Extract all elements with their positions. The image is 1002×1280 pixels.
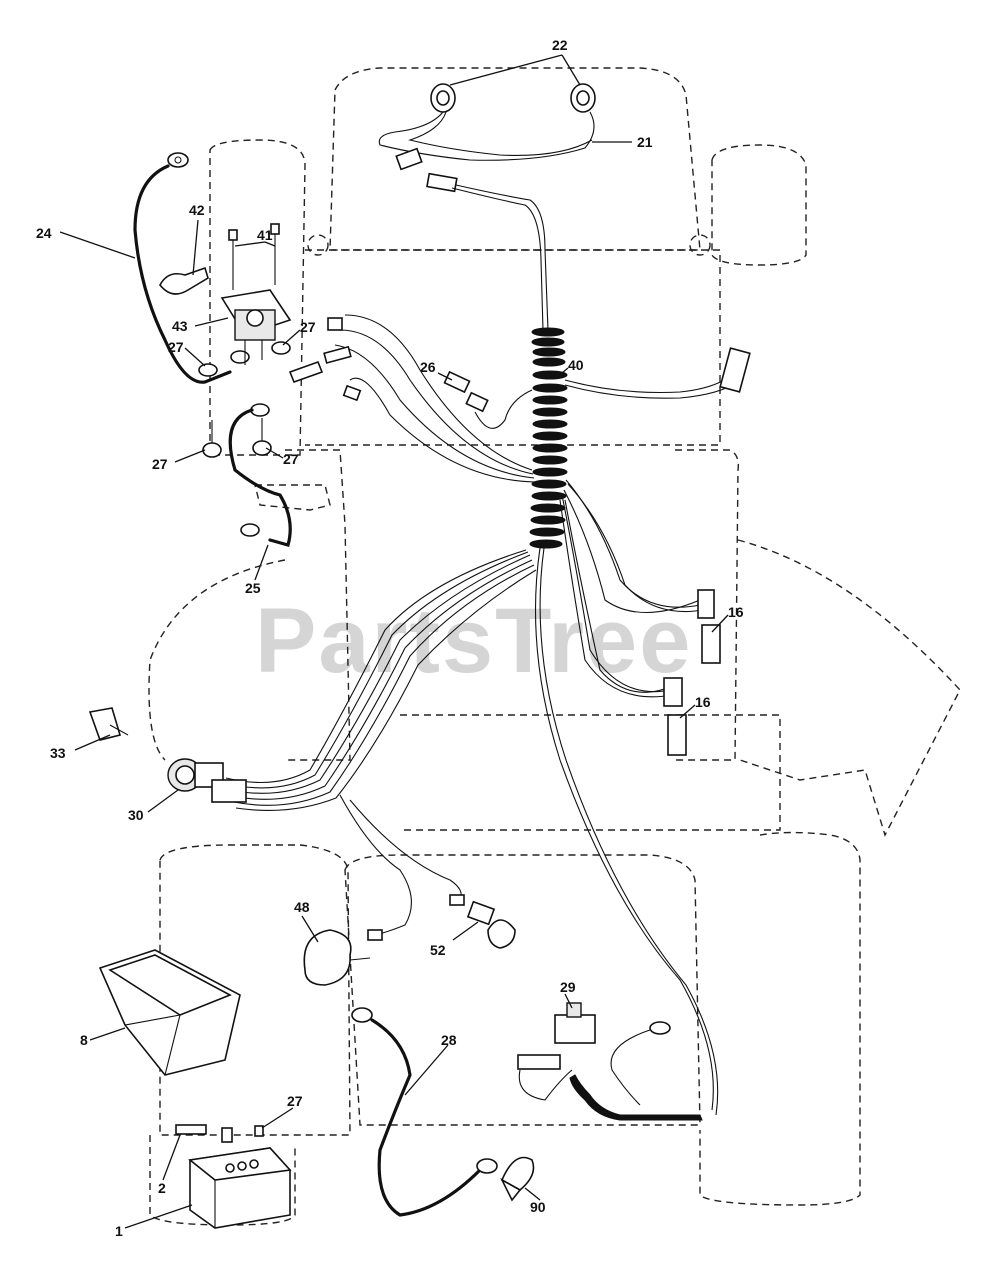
part-33-key	[88, 707, 129, 741]
ignition-switch	[167, 758, 247, 803]
callout-27-e: 27	[287, 1093, 303, 1109]
part-52	[466, 900, 516, 949]
callout-26: 26	[420, 359, 436, 375]
callout-27-d: 27	[283, 451, 299, 467]
part-48	[303, 929, 371, 986]
callout-8: 8	[80, 1032, 88, 1048]
callout-43: 43	[172, 318, 188, 334]
leader-lines	[59, 54, 729, 1229]
battery-tray	[98, 949, 241, 1076]
battery	[175, 1124, 292, 1229]
callout-25: 25	[245, 580, 261, 596]
headlight-assembly	[378, 83, 596, 331]
callout-30: 30	[128, 807, 144, 823]
callout-52: 52	[430, 942, 446, 958]
callout-21: 21	[637, 134, 653, 150]
cable-25	[228, 408, 292, 547]
callout-40: 40	[568, 357, 584, 373]
callout-1: 1	[115, 1223, 123, 1239]
callout-41: 41	[257, 227, 273, 243]
terminal-boot-90	[500, 1156, 535, 1202]
callout-24: 24	[36, 225, 52, 241]
callout-33: 33	[50, 745, 66, 761]
tractor-outline	[148, 67, 961, 1226]
callout-29: 29	[560, 979, 576, 995]
callout-42: 42	[189, 202, 205, 218]
callout-48: 48	[294, 899, 310, 915]
callout-16-a: 16	[728, 604, 744, 620]
solenoid-assembly	[159, 223, 292, 458]
main-harness	[225, 314, 751, 1116]
callout-27-b: 27	[168, 339, 184, 355]
callout-27-c: 27	[152, 456, 168, 472]
battery-cable-24	[133, 152, 250, 384]
callout-22: 22	[552, 37, 568, 53]
callout-2: 2	[158, 1180, 166, 1196]
callout-27-a: 27	[300, 319, 316, 335]
callout-90: 90	[530, 1199, 546, 1215]
watermark-text: PartsTree	[255, 590, 692, 692]
part-29-coil-cord	[517, 1002, 703, 1121]
callout-16-b: 16	[695, 694, 711, 710]
callouts: 22 21 24 42 41 43 27 27 27 27 26 40 25 1…	[36, 37, 744, 1239]
callout-28: 28	[441, 1032, 457, 1048]
battery-cable-28	[351, 1007, 498, 1217]
